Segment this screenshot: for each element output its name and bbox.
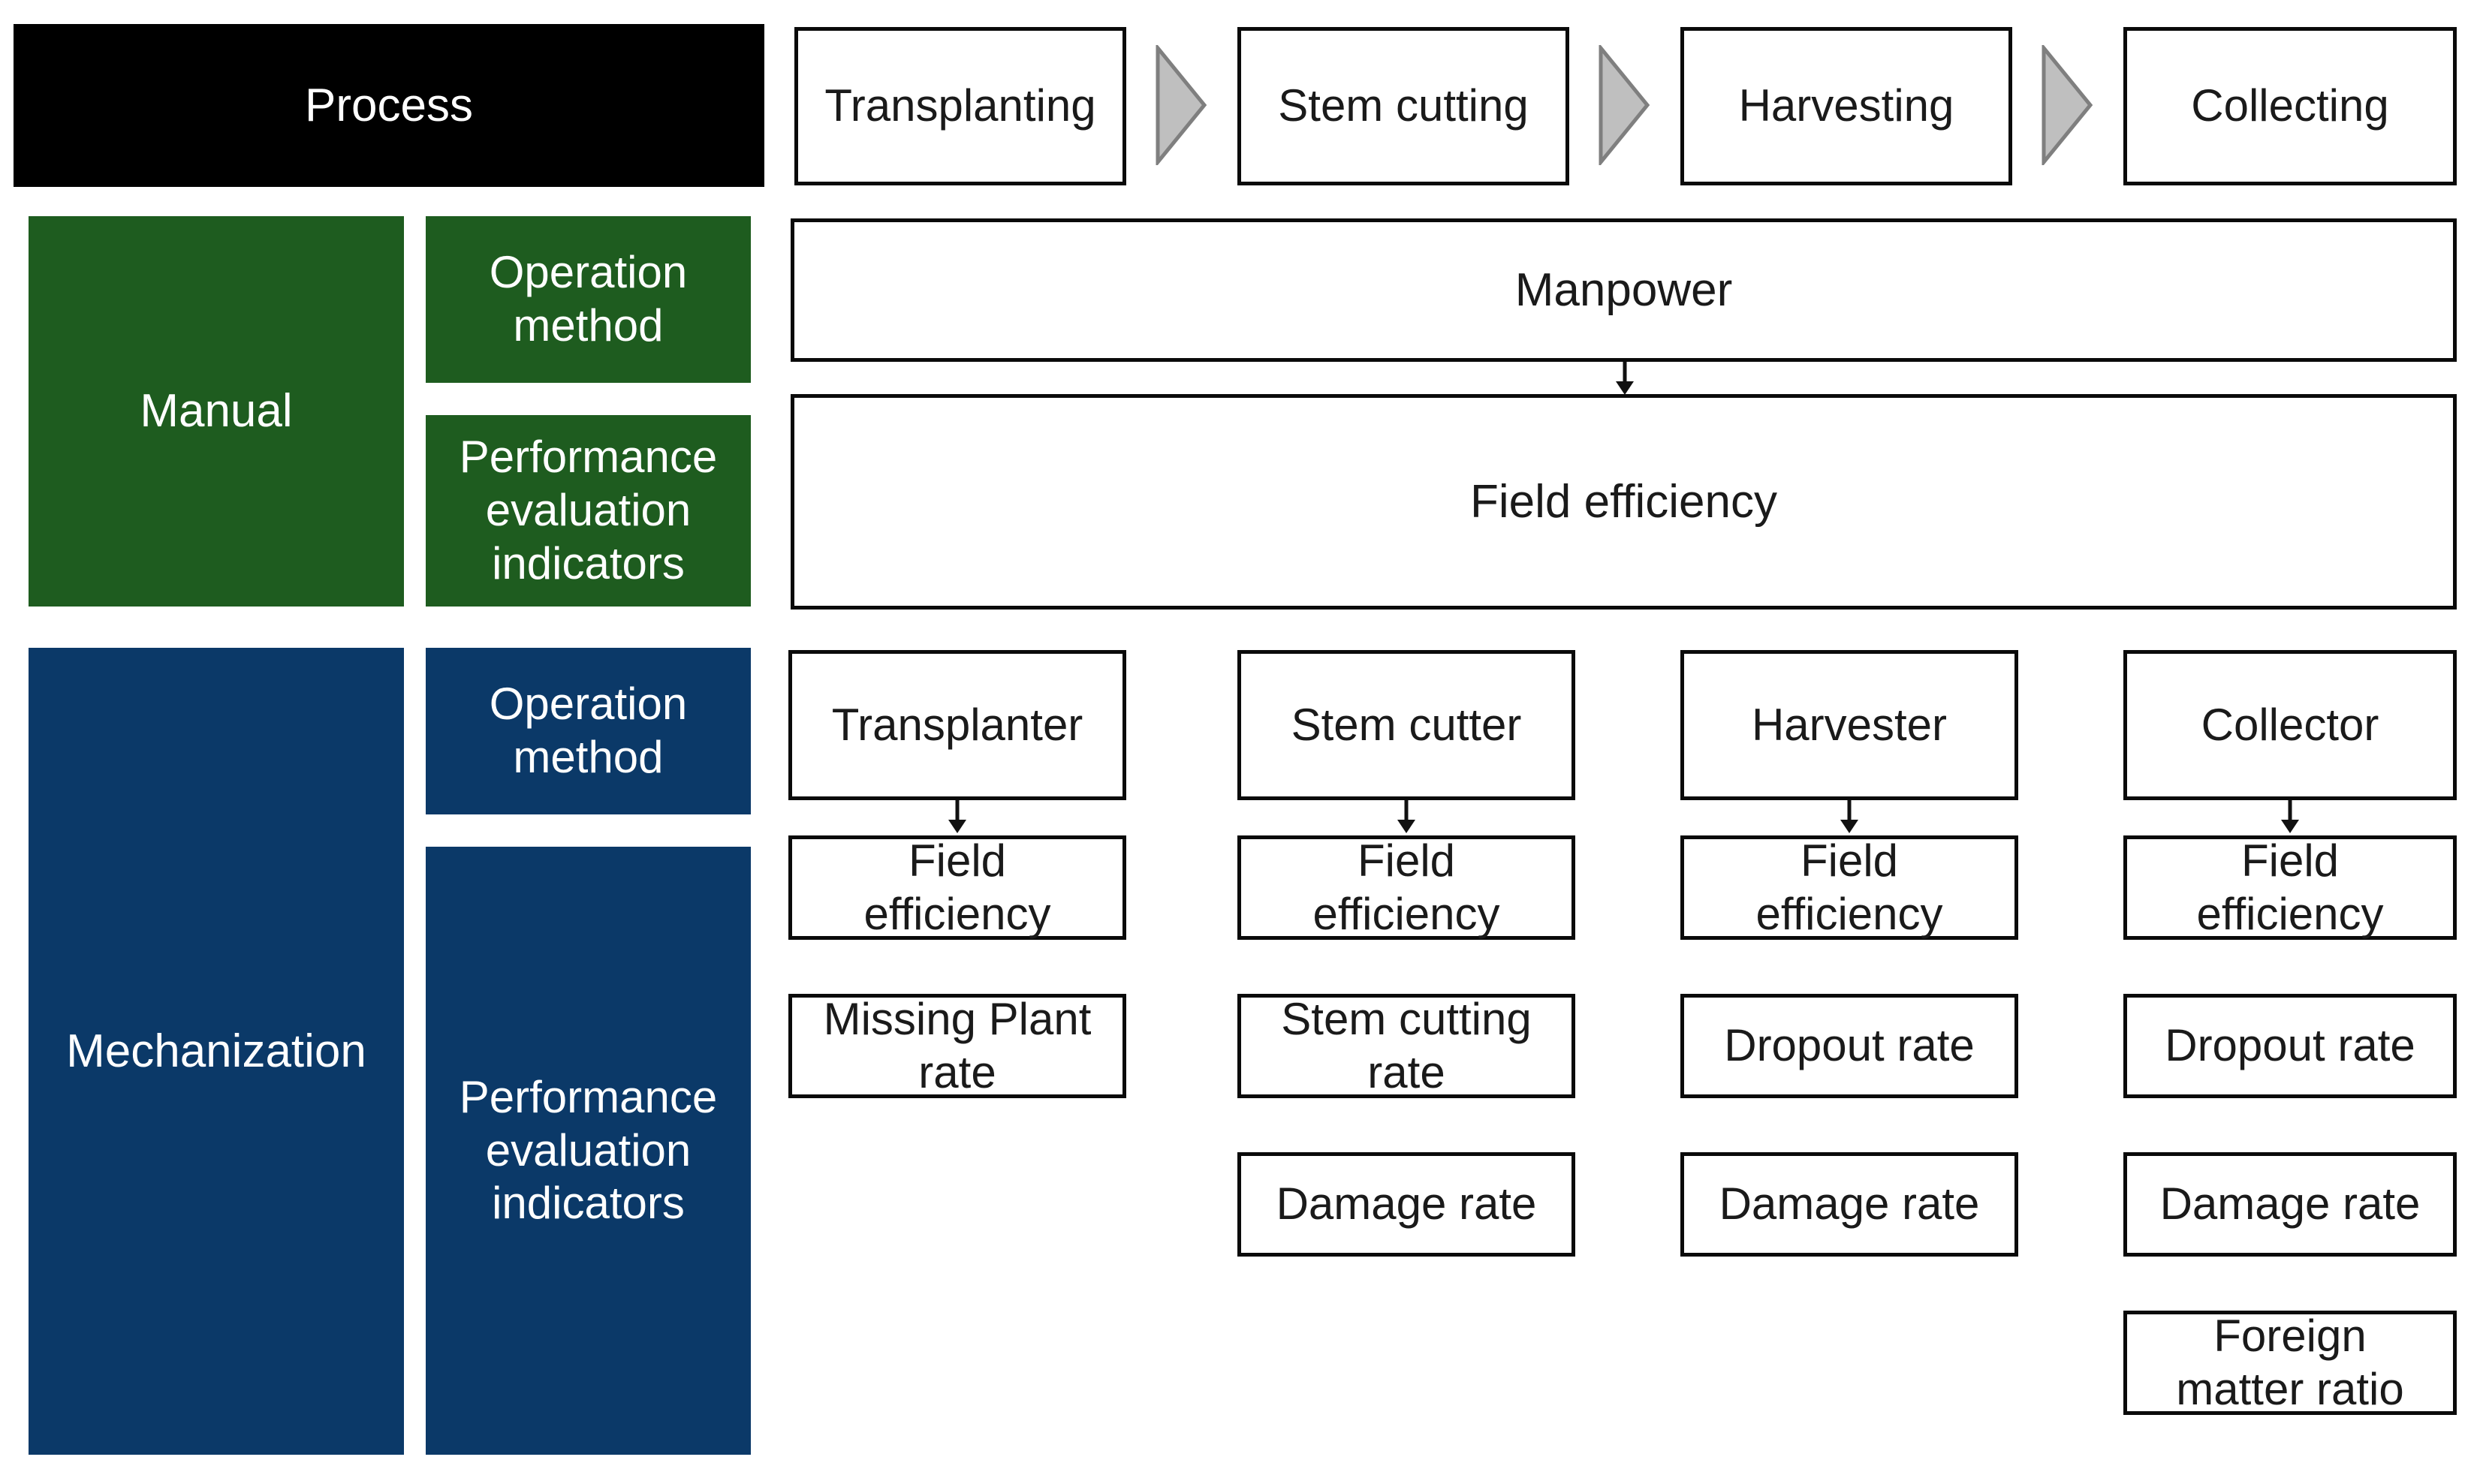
machine-stem-cutter[interactable]: Stem cutter	[1237, 650, 1575, 800]
process-step-stem-cutting[interactable]: Stem cutting	[1237, 27, 1569, 185]
subrow-label: Operation method	[489, 679, 688, 782]
subrow-label: Operation method	[489, 247, 688, 351]
indicator-label: Damage rate	[1719, 1178, 1980, 1230]
process-step-label: Harvesting	[1738, 80, 1954, 131]
process-step-harvesting[interactable]: Harvesting	[1680, 27, 2012, 185]
indicator-label: Field efficiency	[1755, 835, 1943, 939]
mechanization-performance-indicators-label-block: Performance evaluation indicators	[426, 847, 751, 1455]
indicator-label: Missing Plant rate	[823, 993, 1092, 1097]
process-step-label: Stem cutting	[1278, 80, 1529, 131]
machine-transplanter[interactable]: Transplanter	[788, 650, 1126, 800]
process-step-label: Transplanting	[824, 80, 1096, 131]
down-arrow-icon	[2278, 800, 2302, 834]
category-mechanization: Mechanization	[29, 648, 404, 1455]
manual-operation-method-manpower: Manpower	[791, 218, 2457, 362]
category-manual: Manual	[29, 216, 404, 607]
machine-label: Transplanter	[831, 699, 1083, 750]
manual-performance-field-efficiency: Field efficiency	[791, 394, 2457, 610]
indicator-harvester-dropout-rate: Dropout rate	[1680, 994, 2018, 1098]
machine-collector[interactable]: Collector	[2123, 650, 2457, 800]
manual-operation-method-label-block: Operation method	[426, 216, 751, 383]
indicator-stem-cutter-field-efficiency: Field efficiency	[1237, 835, 1575, 940]
indicator-label: Dropout rate	[1724, 1020, 1975, 1071]
indicator-collector-damage-rate: Damage rate	[2123, 1152, 2457, 1257]
down-arrow-icon	[1613, 362, 1637, 396]
indicator-harvester-field-efficiency: Field efficiency	[1680, 835, 2018, 940]
indicator-label: Damage rate	[1276, 1178, 1537, 1230]
indicator-collector-foreign-matter-ratio: Foreign matter ratio	[2123, 1311, 2457, 1415]
manual-performance-value: Field efficiency	[1470, 475, 1777, 528]
manual-operation-method-value: Manpower	[1514, 263, 1733, 316]
subrow-label: Performance evaluation indicators	[459, 432, 718, 588]
process-header-label: Process	[305, 79, 473, 131]
category-mechanization-label: Mechanization	[66, 1025, 366, 1077]
manual-performance-indicators-label-block: Performance evaluation indicators	[426, 415, 751, 607]
indicator-label: Field efficiency	[2196, 835, 2384, 939]
indicator-label: Stem cutting rate	[1281, 993, 1532, 1097]
process-header-block: Process	[14, 24, 764, 187]
down-arrow-icon	[945, 800, 969, 834]
machine-label: Harvester	[1751, 699, 1948, 750]
indicator-label: Field efficiency	[1312, 835, 1500, 939]
machine-label: Collector	[2201, 699, 2379, 750]
indicator-label: Foreign matter ratio	[2176, 1310, 2404, 1414]
process-step-transplanting[interactable]: Transplanting	[794, 27, 1126, 185]
mechanization-operation-method-label-block: Operation method	[426, 648, 751, 814]
indicator-stem-cutter-stem-cutting-rate: Stem cutting rate	[1237, 994, 1575, 1098]
subrow-label: Performance evaluation indicators	[459, 1071, 718, 1229]
process-step-label: Collecting	[2191, 80, 2389, 131]
indicator-transplanter-field-efficiency: Field efficiency	[788, 835, 1126, 940]
indicator-label: Field efficiency	[863, 835, 1051, 939]
indicator-transplanter-missing-plant-rate: Missing Plant rate	[788, 994, 1126, 1098]
indicator-stem-cutter-damage-rate: Damage rate	[1237, 1152, 1575, 1257]
machine-harvester[interactable]: Harvester	[1680, 650, 2018, 800]
down-arrow-icon	[1837, 800, 1861, 834]
machine-label: Stem cutter	[1291, 699, 1522, 750]
indicator-harvester-damage-rate: Damage rate	[1680, 1152, 2018, 1257]
down-arrow-icon	[1394, 800, 1418, 834]
category-manual-label: Manual	[140, 385, 293, 438]
indicator-label: Dropout rate	[2165, 1020, 2415, 1071]
indicator-collector-field-efficiency: Field efficiency	[2123, 835, 2457, 940]
indicator-collector-dropout-rate: Dropout rate	[2123, 994, 2457, 1098]
indicator-label: Damage rate	[2159, 1178, 2421, 1230]
process-step-collecting[interactable]: Collecting	[2123, 27, 2457, 185]
